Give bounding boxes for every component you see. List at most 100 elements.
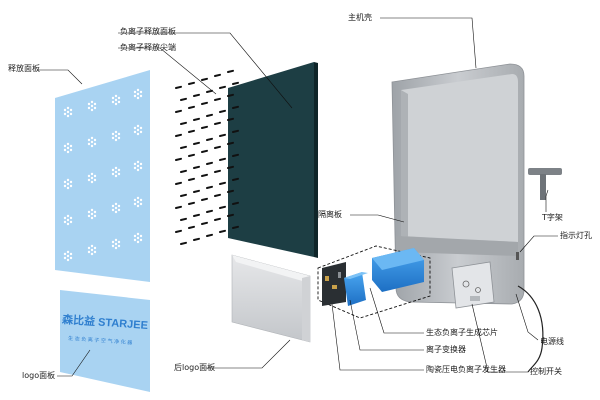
module-group-outline (317, 245, 431, 319)
emitter-tip (206, 137, 213, 141)
emitter-tip (227, 165, 234, 169)
label-indicator-hole: 指示灯孔 (560, 231, 592, 240)
emitter-tip (206, 209, 213, 213)
panel-hole-cluster (111, 202, 121, 214)
emitter-tip (214, 97, 221, 101)
emitter-tip (175, 205, 182, 209)
emitter-tip (201, 77, 208, 81)
emitter-tip (175, 109, 182, 113)
label-back-logo-panel: 后logo面板 (174, 363, 216, 372)
emitter-tip (232, 201, 239, 205)
leader-lines (38, 17, 558, 377)
emitter-tip (188, 129, 195, 133)
ceramic-generator (322, 262, 346, 306)
panel-hole-cluster (133, 88, 143, 100)
emitter-tip (188, 81, 195, 85)
emitter-tip (214, 121, 221, 125)
label-control-switch: 控制开关 (530, 367, 562, 376)
label-power-cord: 电源线 (540, 337, 564, 346)
emitter-tip (232, 105, 239, 109)
emitter-tip (227, 69, 234, 73)
emitter-tip (214, 217, 221, 221)
emitter-tip (214, 73, 221, 77)
emitter-tip (201, 125, 208, 129)
emitter-tip (214, 193, 221, 197)
emitter-tip (214, 145, 221, 149)
panel-hole-cluster (63, 250, 73, 262)
panel-hole-cluster (87, 208, 97, 220)
emitter-tip (206, 113, 213, 117)
panel-hole-cluster (87, 172, 97, 184)
emitter-tip (193, 141, 200, 145)
label-release-panel: 释放面板 (8, 64, 40, 73)
panel-hole-cluster (111, 94, 121, 106)
panel-hole-cluster (63, 142, 73, 154)
label-bio-chip: 生态负离子生成芯片 (426, 328, 498, 337)
emitter-tip (180, 241, 187, 245)
emitter-tip (232, 129, 239, 133)
label-neg-ion-release-tip: 负离子释放尖端 (120, 43, 176, 52)
indicator-hole (516, 252, 519, 260)
label-ceramic-generator: 陶瓷压电负离子发生器 (426, 365, 506, 374)
release-panel-hole-pattern (63, 88, 143, 262)
emitter-tip (188, 225, 195, 229)
emitter-tip (219, 205, 226, 209)
emitter-tip (227, 93, 234, 97)
emitter-tip (219, 181, 226, 185)
emitter-tip (227, 141, 234, 145)
panel-hole-cluster (87, 100, 97, 112)
emitter-tip (180, 97, 187, 101)
neg-ion-release-panel (228, 62, 318, 258)
emitter-tip (180, 121, 187, 125)
emitter-tip (201, 197, 208, 201)
emitter-tip (206, 89, 213, 93)
emitter-tip (206, 161, 213, 165)
emitter-tip (219, 85, 226, 89)
emitter-tip (193, 189, 200, 193)
ion-converter (344, 272, 368, 306)
label-ion-converter: 离子变换器 (426, 345, 466, 354)
panel-hole-cluster (133, 232, 143, 244)
label-logo-panel: logo面板 (22, 371, 56, 380)
emitter-tip (180, 193, 187, 197)
emitter-tip (214, 169, 221, 173)
emitter-tip (175, 181, 182, 185)
emitter-tip (219, 133, 226, 137)
panel-hole-cluster (111, 238, 121, 250)
emitter-tip (232, 177, 239, 181)
neg-ion-release-tips (175, 69, 239, 245)
label-partition: 隔离板 (318, 210, 342, 219)
emitter-tip (188, 177, 195, 181)
label-neg-ion-release-panel: 负离子释放面板 (120, 27, 176, 36)
panel-hole-cluster (63, 106, 73, 118)
emitter-tip (219, 109, 226, 113)
emitter-tip (201, 149, 208, 153)
panel-hole-cluster (111, 166, 121, 178)
emitter-tip (180, 217, 187, 221)
power-cord (517, 285, 544, 373)
label-main-shell: 主机壳 (348, 13, 372, 22)
emitter-tip (175, 229, 182, 233)
emitter-tip (232, 225, 239, 229)
emitter-tip (175, 133, 182, 137)
emitter-tip (175, 157, 182, 161)
panel-hole-cluster (63, 214, 73, 226)
emitter-tip (206, 233, 213, 237)
panel-hole-cluster (133, 160, 143, 172)
panel-hole-cluster (133, 124, 143, 136)
emitter-tip (193, 117, 200, 121)
release-panel (55, 70, 150, 282)
emitter-tip (188, 105, 195, 109)
t-bracket (528, 168, 562, 200)
emitter-tip (193, 93, 200, 97)
emitter-tip (193, 213, 200, 217)
emitter-tip (219, 229, 226, 233)
emitter-tip (227, 213, 234, 217)
bio-negative-ion-chip (372, 248, 424, 292)
emitter-tip (232, 153, 239, 157)
panel-hole-cluster (63, 178, 73, 190)
emitter-tip (232, 81, 239, 85)
panel-hole-cluster (87, 244, 97, 256)
